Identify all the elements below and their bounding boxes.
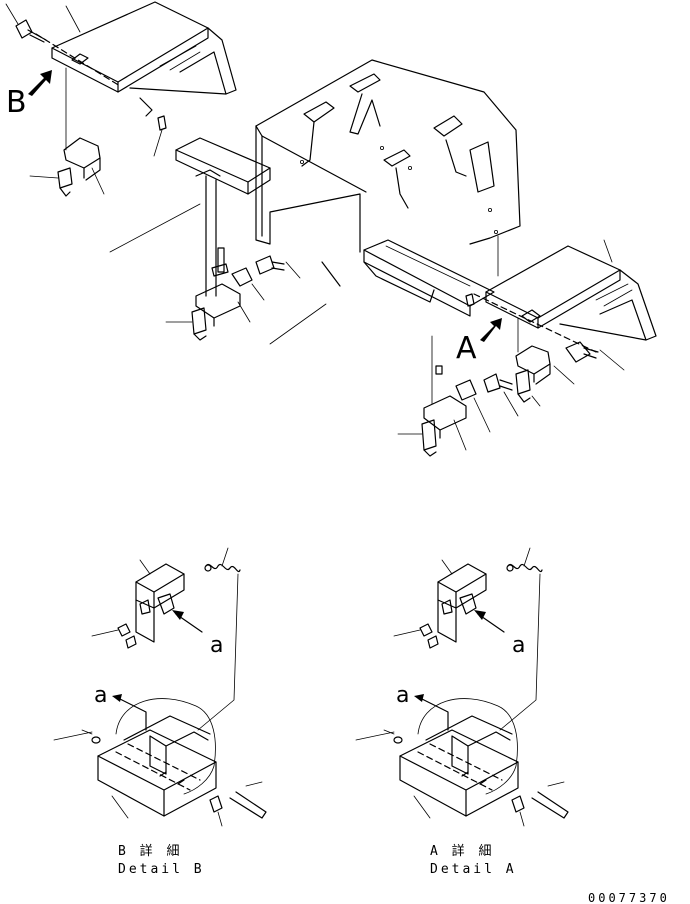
view-b-arrow [28,70,52,96]
right-bracket-assembly [515,317,625,407]
detail-b-caption-en: Detail B [118,862,205,877]
right-step [363,239,495,317]
view-a-label: A [456,331,477,366]
left-cover [35,1,237,95]
detail-b-label-a-upper: a [210,633,223,658]
drawing-number: 00077370 [588,891,670,904]
right-bolt-assembly [397,335,519,457]
leader-left-cover [65,5,81,33]
bolt-top-left [5,3,47,43]
detail-a: a a [355,547,569,827]
right-cover [473,239,657,353]
view-a-arrow [480,318,502,342]
detail-a-caption-jp: A 詳 細 [430,843,494,859]
detail-b: a a [53,547,267,827]
detail-b-caption-jp: B 詳 細 [118,843,182,859]
detail-a-label-a-upper: a [512,633,525,658]
detail-a-caption-en: Detail A [430,862,517,877]
left-bracket-assembly [29,67,105,197]
center-bolt-assembly [165,247,327,345]
center-panel [255,59,521,287]
detail-a-label-a-lower: a [396,683,409,708]
detail-b-label-a-lower: a [94,683,107,708]
center-step [109,97,271,297]
view-b-label: B [6,85,27,120]
